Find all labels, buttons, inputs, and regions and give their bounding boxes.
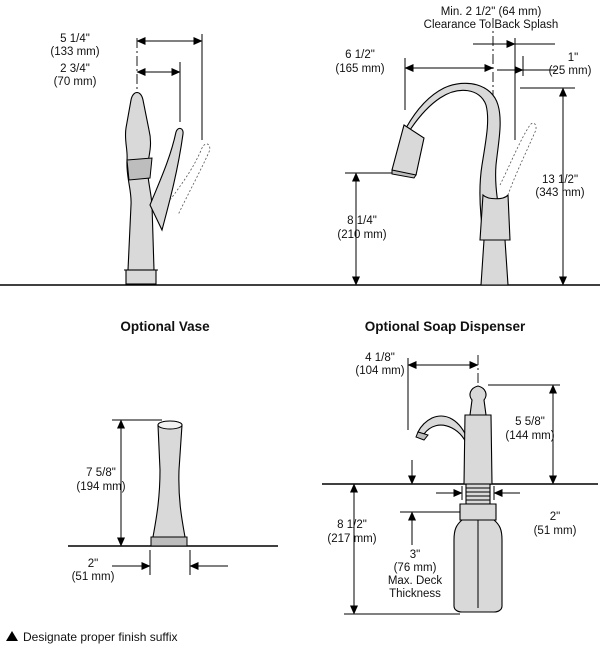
front-handle-ghost [499,122,537,196]
soap-below-deck-mm: (217 mm) [327,533,376,545]
soap-shank [465,483,491,505]
soap-deck-mm: (76 mm) [394,562,437,574]
dimension-labels: 5 1/4" (133 mm) 2 3/4" (70 mm) 6 1/2" (1… [50,33,591,600]
faucet-spray-head [391,124,425,177]
vase-base-mm: (51 mm) [72,571,115,583]
soap-shank-mm: (51 mm) [534,525,577,537]
footnote: Designate proper finish suffix [6,630,178,644]
spout-height-inch: 8 1/4" [347,215,377,227]
soap-reach-inch: 4 1/8" [365,352,395,364]
soap-pump-body [417,415,469,485]
vase-title: Optional Vase [120,319,210,334]
clearance-label-line2: Clearance To Back Splash [424,19,559,31]
soap-view: Optional Soap Dispenser [322,319,598,615]
vase-view: Optional Vase [68,319,278,575]
side-handle-inch: 2 3/4" [60,63,90,75]
offset-inch: 1" [568,52,578,64]
soap-height-inch: 5 5/8" [515,416,545,428]
side-width-mm: (133 mm) [50,46,99,58]
height-mm: (343 mm) [535,187,584,199]
faucet-side-handle [149,127,184,232]
height-inch: 13 1/2" [542,174,578,186]
vase-height-mm: (194 mm) [76,481,125,493]
vase-height-inch: 7 5/8" [86,467,116,479]
soap-reach-mm: (104 mm) [355,365,404,377]
soap-height-mm: (144 mm) [505,430,554,442]
side-handle-mm: (70 mm) [54,76,97,88]
reach-mm: (165 mm) [335,63,384,75]
vase-body [152,420,186,538]
soap-title: Optional Soap Dispenser [365,319,526,334]
spout-height-mm: (210 mm) [337,229,386,241]
vase-base-inch: 2" [88,558,98,570]
faucet-side-body [124,91,155,271]
soap-below-deck-inch: 8 1/2" [337,519,367,531]
soap-deck-line3: Max. Deck [388,575,443,587]
soap-shank-inch: 2" [550,511,560,523]
side-view [0,34,600,286]
clearance-label-line1: Min. 2 1/2" (64 mm) [441,6,542,18]
soap-deck-inch: 3" [410,549,420,561]
reach-inch: 6 1/2" [345,49,375,61]
offset-mm: (25 mm) [549,65,592,77]
faucet-front-body [405,82,509,286]
handle-ghost-outline [169,143,211,216]
front-view: Min. 2 1/2" (64 mm) Clearance To Back Sp… [345,6,575,286]
side-width-inch: 5 1/4" [60,33,90,45]
soap-deck-line4: Thickness [389,588,441,600]
finish-triangle-icon [6,631,18,641]
footnote-text: Designate proper finish suffix [23,630,178,644]
